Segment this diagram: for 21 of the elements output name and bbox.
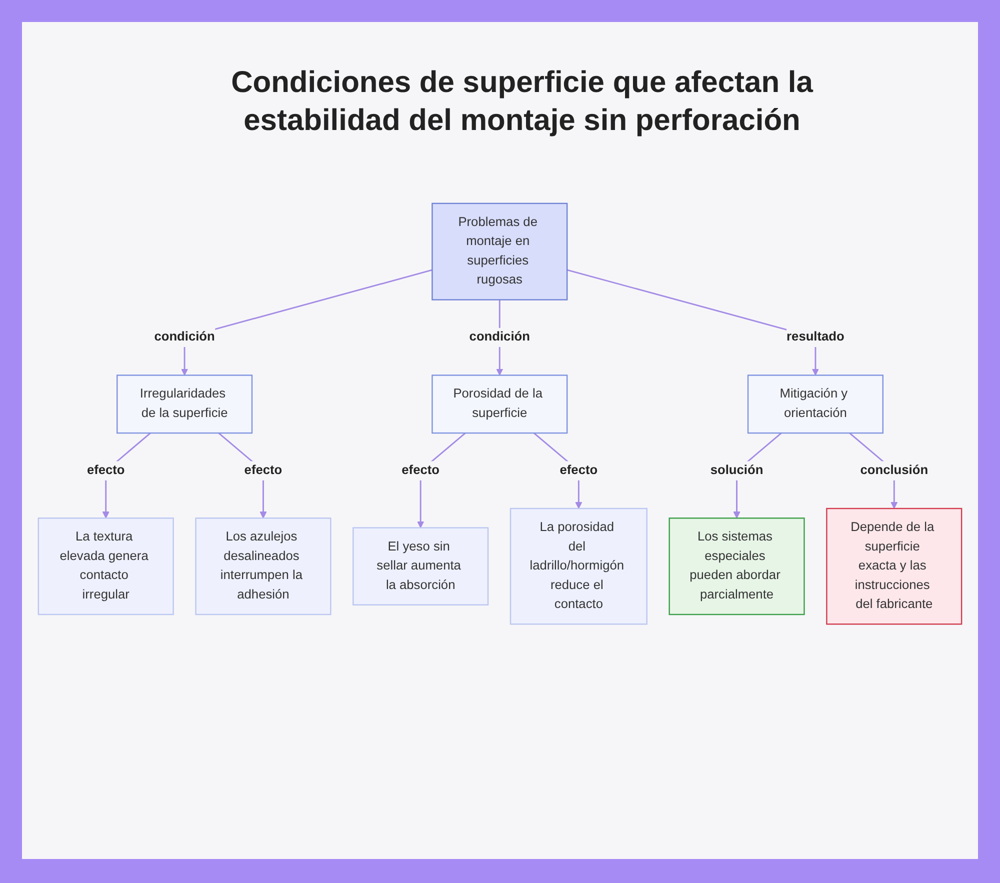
edge-label: resultado <box>786 330 844 344</box>
node-box <box>826 508 962 625</box>
node-box <box>747 374 884 434</box>
edge-label: conclusión <box>860 464 928 478</box>
edge-label: efecto <box>86 464 125 478</box>
edge-label: condición <box>469 330 530 344</box>
edge-label: condición <box>154 330 215 344</box>
node-box <box>352 527 489 606</box>
diagram-title: Condiciones de superficie que afectan la estabilidad del montaje sin perforación <box>230 65 814 139</box>
node-box <box>116 374 253 434</box>
edge-label: efecto <box>402 464 440 478</box>
node-box <box>510 508 648 625</box>
node-box <box>432 374 568 434</box>
edge-label: solución <box>710 464 764 478</box>
node-box <box>38 518 174 616</box>
node-box <box>195 518 332 616</box>
node-box <box>432 202 568 300</box>
background-panel: Condiciones de superficie que afectan la estabilidad del montaje sin perforación condición condición resultado efecto efecto efecto efecto solución conclusión Problemas de montaje en superficies rugosas Irregularidades de la superficie Porosidad de la superficie Mitigación y orientación La textura elevada genera contacto irregular Los azulejos desalineados interrumpen la adhesión El yeso sin sellar aumenta la absorción La porosidad del ladrillo/hormigón reduce el contacto Los sistemas especiales pueden abordar parcialmente Depende de la superficie exacta y las instrucciones del fabricante <box>22 22 978 859</box>
node-box <box>668 518 805 616</box>
edge-label: efecto <box>560 464 598 478</box>
edge-label: efecto <box>244 464 282 478</box>
